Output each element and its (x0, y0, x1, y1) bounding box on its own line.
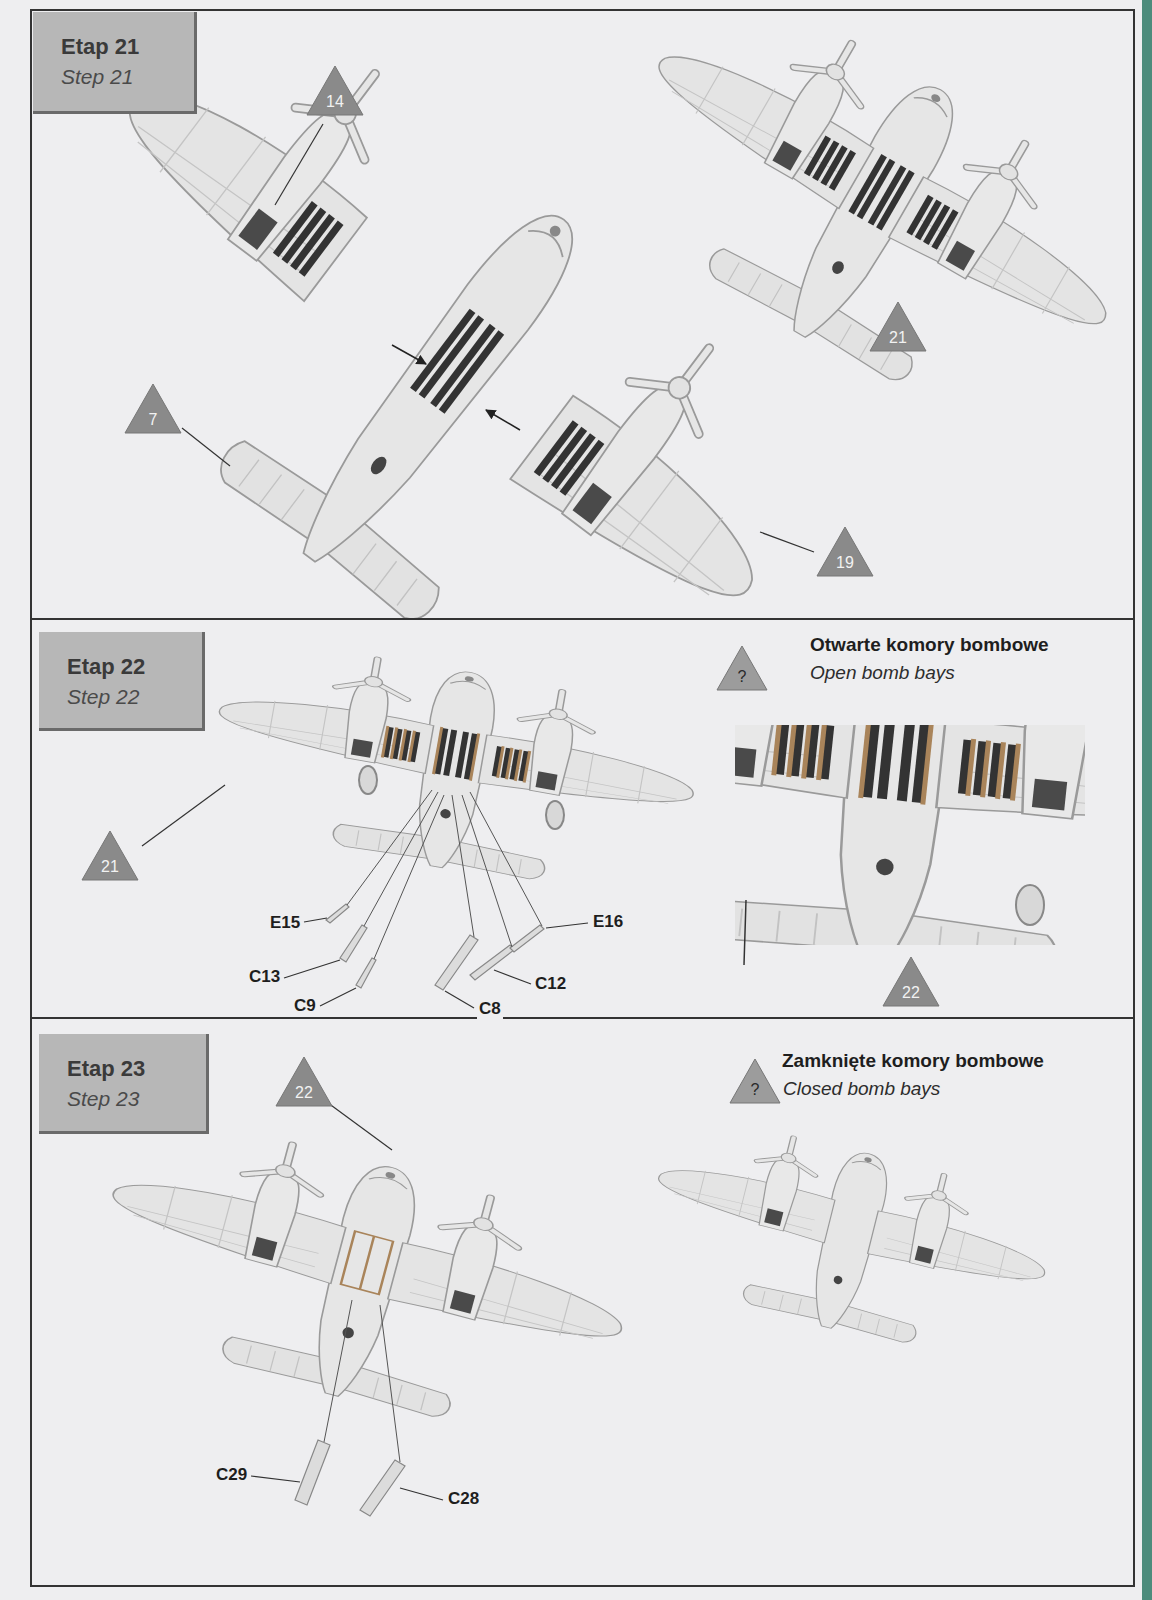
bomb-bay-note: Open bomb bays (808, 662, 957, 685)
step-number: Etap 22 (67, 652, 192, 682)
triangle-outline (125, 384, 181, 433)
part-number: E16 (591, 912, 625, 932)
callout-number: ? (716, 668, 768, 686)
step-number-english: Step 22 (67, 682, 192, 712)
step-number: Etap 23 (67, 1054, 196, 1084)
callout-number: 21 (81, 858, 139, 876)
callout-number: 19 (816, 554, 874, 572)
callout-number: ? (729, 1081, 781, 1099)
callout-triangle: 21 (869, 301, 927, 352)
step-number-english: Step 23 (67, 1084, 196, 1114)
step-box: Etap 21Step 21 (33, 12, 197, 114)
bomb-bay-note: Closed bomb bays (781, 1078, 942, 1101)
triangle-outline (717, 646, 767, 690)
callout-triangle: 22 (275, 1056, 333, 1107)
callout-triangle: ? (716, 645, 768, 691)
callout-triangle: ? (729, 1058, 781, 1104)
bomb-bay-note: Zamknięte komory bombowe (780, 1050, 1046, 1073)
callout-number: 22 (882, 984, 940, 1002)
callout-number: 22 (275, 1084, 333, 1102)
triangle-outline (817, 527, 873, 576)
triangle-outline (82, 831, 138, 880)
part-number: E15 (268, 913, 302, 933)
callout-number: 21 (869, 329, 927, 347)
callout-triangle: 7 (124, 383, 182, 434)
part-number: C28 (446, 1489, 481, 1509)
step-number-english: Step 21 (61, 62, 184, 92)
callout-number: 14 (306, 93, 364, 111)
callout-triangle: 14 (306, 65, 364, 116)
triangle-outline (730, 1059, 780, 1103)
triangle-outline (870, 302, 926, 351)
step-box: Etap 23Step 23 (39, 1034, 209, 1134)
callout-number: 7 (124, 411, 182, 429)
triangle-outline (307, 66, 363, 115)
callout-triangle: 19 (816, 526, 874, 577)
bomb-bay-note: Otwarte komory bombowe (808, 634, 1051, 657)
part-number: C12 (533, 974, 568, 994)
part-number: C9 (292, 996, 318, 1016)
callout-triangle: 21 (81, 830, 139, 881)
callout-triangle: 22 (882, 956, 940, 1007)
part-number: C8 (477, 999, 503, 1019)
step-number: Etap 21 (61, 32, 184, 62)
triangle-outline (276, 1057, 332, 1106)
part-number: C13 (247, 967, 282, 987)
triangle-outline (883, 957, 939, 1006)
part-number: C29 (214, 1465, 249, 1485)
step-box: Etap 22Step 22 (39, 632, 205, 731)
